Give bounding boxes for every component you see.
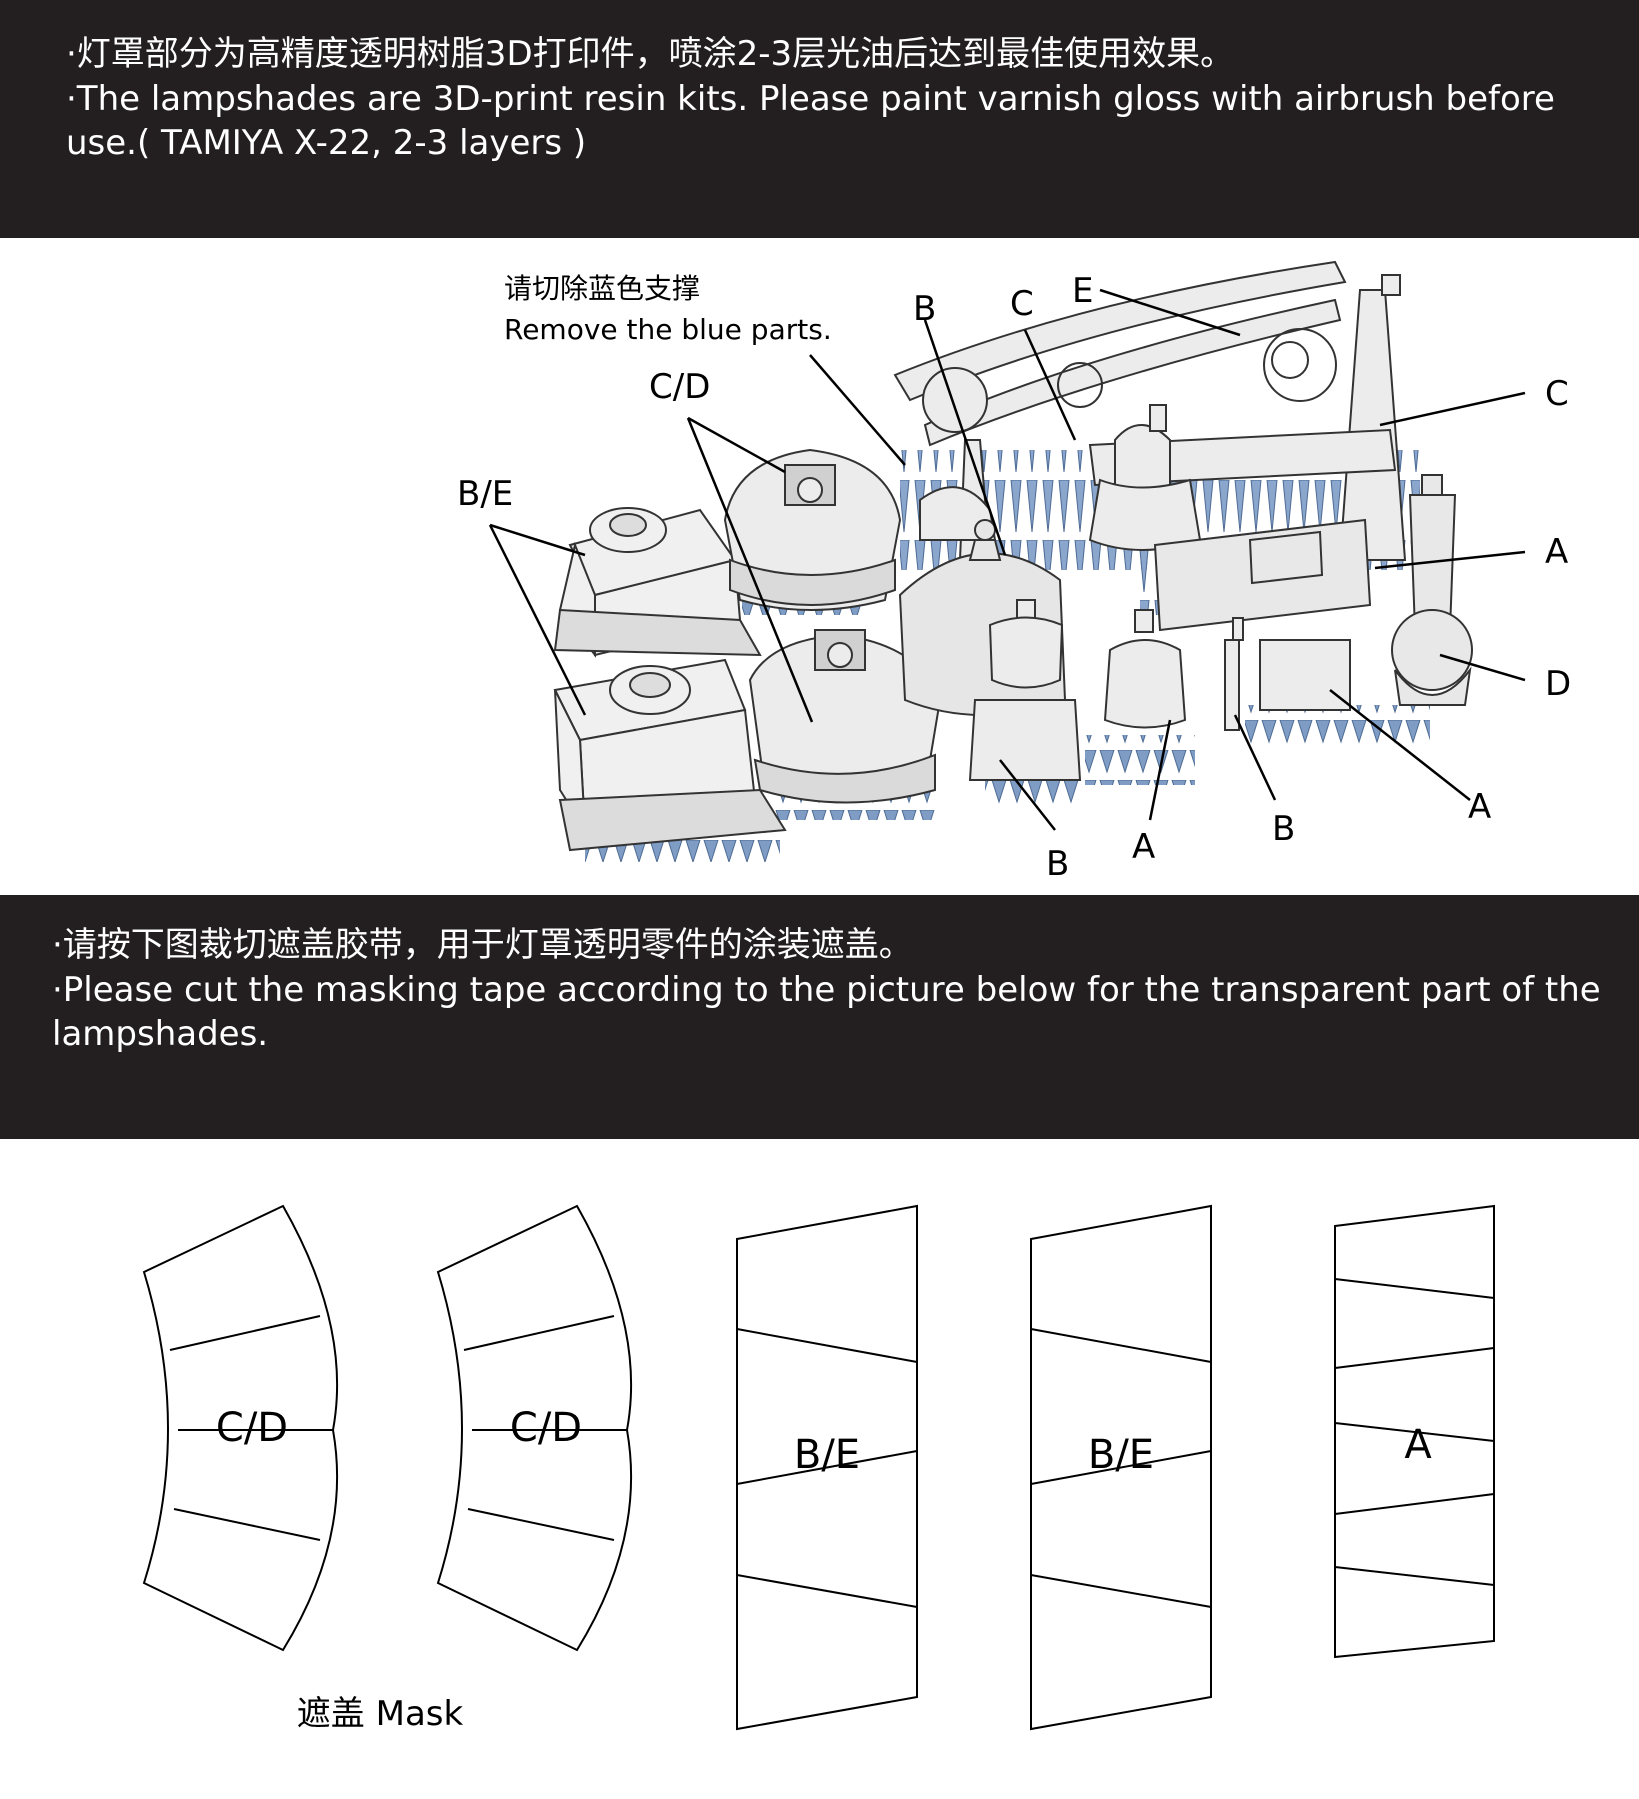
remove-supports-note-en: Remove the blue parts. — [504, 313, 832, 346]
label-d-right: D — [1545, 664, 1571, 704]
masking-notice-en-line1: ·Please cut the masking tape according t… — [52, 970, 1601, 1010]
label-b-bottom-right: B — [1272, 809, 1295, 849]
top-notice-band: ·灯罩部分为高精度透明树脂3D打印件，喷涂2-3层光油后达到最佳使用效果。 ·T… — [0, 0, 1639, 238]
label-a-lower-right: A — [1468, 787, 1491, 827]
mask-templates-drawing: C/D C/D B/E B/E A 遮盖 Mask — [142, 1204, 1495, 1734]
parts-illustration: 请切除蓝色支撑 Remove the blue parts. B/E C/D B… — [457, 260, 1571, 884]
label-e-top: E — [1072, 271, 1093, 311]
mask-cd-1 — [142, 1204, 339, 1652]
lantern-b-e-top — [553, 507, 762, 658]
mask-label-a: A — [1404, 1422, 1432, 1468]
mask-a — [1334, 1204, 1495, 1659]
mask-label-cd-2: C/D — [510, 1405, 582, 1451]
label-c-top: C — [1010, 284, 1034, 324]
lantern-c-d-top — [723, 448, 902, 611]
mask-be-2 — [1030, 1204, 1212, 1731]
masking-notice-band: ·请按下图裁切遮盖胶带，用于灯罩透明零件的涂装遮盖。 ·Please cut t… — [0, 895, 1639, 1139]
label-b-bottom: B — [1046, 844, 1069, 884]
mask-label-be-1: B/E — [794, 1432, 860, 1478]
mask-label-be-2: B/E — [1088, 1432, 1154, 1478]
label-c-right: C — [1545, 374, 1569, 414]
label-a-right: A — [1545, 532, 1568, 572]
arm-bracket — [893, 260, 1407, 561]
top-notice-en-line2: use.( TAMIYA X-22, 2-3 layers ) — [66, 123, 587, 163]
remove-supports-note-zh: 请切除蓝色支撑 — [504, 272, 700, 305]
label-a-bottom: A — [1132, 827, 1155, 867]
small-lanterns — [968, 599, 1351, 781]
lantern-b-e-bottom — [553, 658, 787, 852]
hanging-lantern-a — [1153, 474, 1473, 706]
top-notice-zh: ·灯罩部分为高精度透明树脂3D打印件，喷涂2-3层光油后达到最佳使用效果。 — [66, 34, 1235, 74]
mask-caption: 遮盖 Mask — [297, 1694, 464, 1734]
label-be: B/E — [457, 474, 513, 514]
masking-notice-en-line2: lampshades. — [52, 1014, 269, 1054]
lantern-c-d-bottom — [748, 629, 942, 804]
leader-lines — [488, 288, 1526, 831]
masking-notice-zh: ·请按下图裁切遮盖胶带，用于灯罩透明零件的涂装遮盖。 — [52, 925, 913, 965]
mask-cd-2 — [436, 1204, 633, 1652]
figure-labels: 请切除蓝色支撑 Remove the blue parts. B/E C/D B… — [457, 271, 1571, 884]
label-b-top: B — [913, 289, 936, 329]
mask-label-cd-1: C/D — [216, 1405, 288, 1451]
top-notice-en-line1: ·The lampshades are 3D-print resin kits.… — [66, 79, 1555, 119]
label-cd: C/D — [649, 367, 710, 407]
mask-templates: C/D C/D B/E B/E A 遮盖 Mask — [0, 1139, 1639, 1795]
parts-figure: 请切除蓝色支撑 Remove the blue parts. B/E C/D B… — [0, 238, 1639, 895]
mask-be-1 — [736, 1204, 918, 1731]
